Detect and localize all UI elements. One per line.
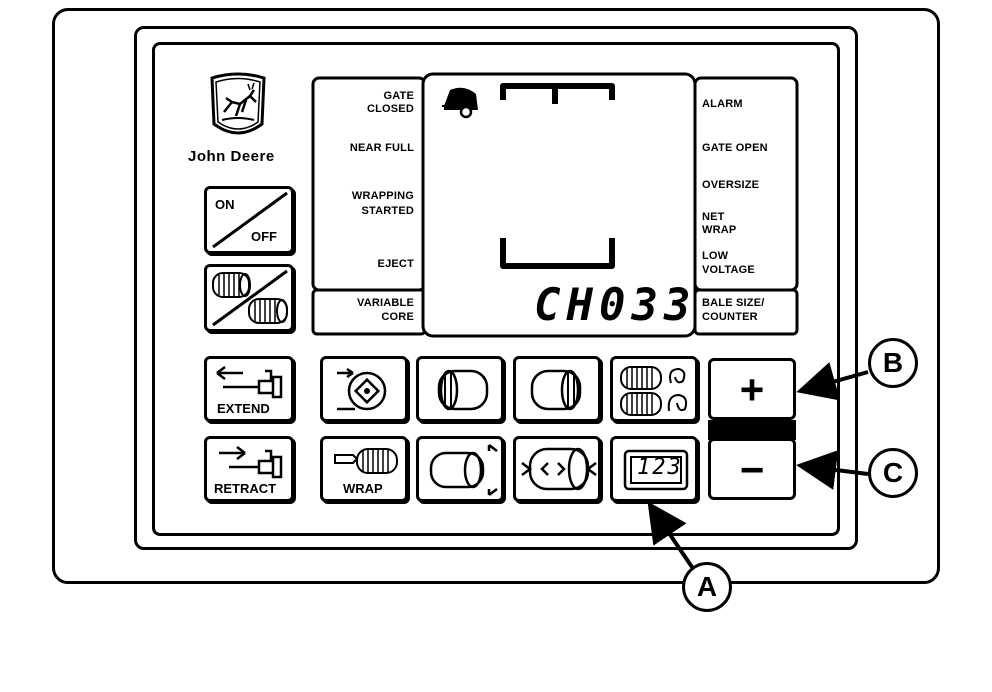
on-label: ON: [215, 197, 235, 212]
status-label-net: NET: [702, 211, 725, 223]
console-bezel: [134, 26, 858, 550]
minus-label: −: [739, 446, 765, 493]
actuator-extend-icon: [216, 366, 283, 399]
minus-button[interactable]: −: [708, 438, 796, 500]
bale-shape-left-button[interactable]: [416, 356, 504, 422]
bale-shape-right-button[interactable]: [513, 356, 601, 422]
bale-right-icon: [530, 369, 582, 411]
wrap-button[interactable]: WRAP: [320, 436, 408, 502]
wrap-rolls-icon: [620, 366, 688, 416]
status-label-closed: CLOSED: [366, 103, 414, 115]
baler-icon: [442, 87, 478, 119]
console-outer-frame: [52, 8, 940, 584]
bale-density-icon: [521, 447, 597, 491]
status-label-near-full: NEAR FULL: [349, 142, 414, 154]
status-label-wrapping: WRAPPING: [351, 190, 414, 202]
retract-label: RETRACT: [214, 481, 277, 496]
status-label-started: STARTED: [361, 205, 414, 217]
callout-c: C: [868, 448, 918, 498]
bale-diameter-button[interactable]: [416, 436, 504, 502]
leaping-deer-logo-icon: [210, 72, 266, 135]
wrap-label: WRAP: [343, 481, 383, 496]
plus-label: +: [739, 366, 765, 413]
mode-label-counter: COUNTER: [702, 311, 758, 323]
mode-label-variable: VARIABLE: [356, 297, 414, 309]
lcd-readout: CH033: [534, 280, 697, 331]
status-label-gate-open: GATE OPEN: [702, 142, 768, 154]
console-panel: [152, 42, 840, 536]
bale-diameter-icon: [429, 444, 498, 496]
on-off-button[interactable]: ON OFF: [204, 186, 294, 254]
wrap-turns-button[interactable]: [610, 356, 698, 422]
brand-name: John Deere: [188, 148, 275, 165]
core-select-button[interactable]: [204, 264, 294, 332]
status-label-low: LOW: [702, 250, 729, 262]
callout-a: A: [682, 562, 732, 612]
extend-label: EXTEND: [217, 401, 270, 416]
plus-button[interactable]: +: [708, 358, 796, 420]
status-label-wrap: WRAP: [702, 224, 737, 236]
bale-density-button[interactable]: [513, 436, 601, 502]
callout-b: B: [868, 338, 918, 388]
counter-display-icon: [623, 449, 689, 491]
off-label: OFF: [251, 229, 277, 244]
status-label-eject: EJECT: [377, 258, 414, 270]
plus-minus-divider: [708, 420, 796, 440]
net-feed-button[interactable]: [320, 356, 408, 422]
bale-counter-button[interactable]: 123: [610, 436, 698, 502]
bale-roll-icon: [212, 269, 288, 327]
net-wrap-icon: [334, 448, 398, 474]
retract-button[interactable]: RETRACT: [204, 436, 294, 502]
bale-left-icon: [437, 369, 489, 411]
status-label-voltage: VOLTAGE: [702, 264, 755, 276]
counter-digits: 123: [637, 455, 683, 480]
actuator-retract-icon: [219, 446, 283, 479]
extend-button[interactable]: EXTEND: [204, 356, 294, 422]
status-label-alarm: ALARM: [702, 98, 743, 110]
on-off-diagonal-icon: [212, 191, 288, 249]
status-label-gate: GATE: [383, 90, 414, 102]
mode-label-core: CORE: [381, 311, 414, 323]
net-roll-feed-icon: [337, 367, 387, 411]
status-label-oversize: OVERSIZE: [702, 179, 760, 191]
mode-label-bale-size: BALE SIZE/: [702, 297, 765, 309]
